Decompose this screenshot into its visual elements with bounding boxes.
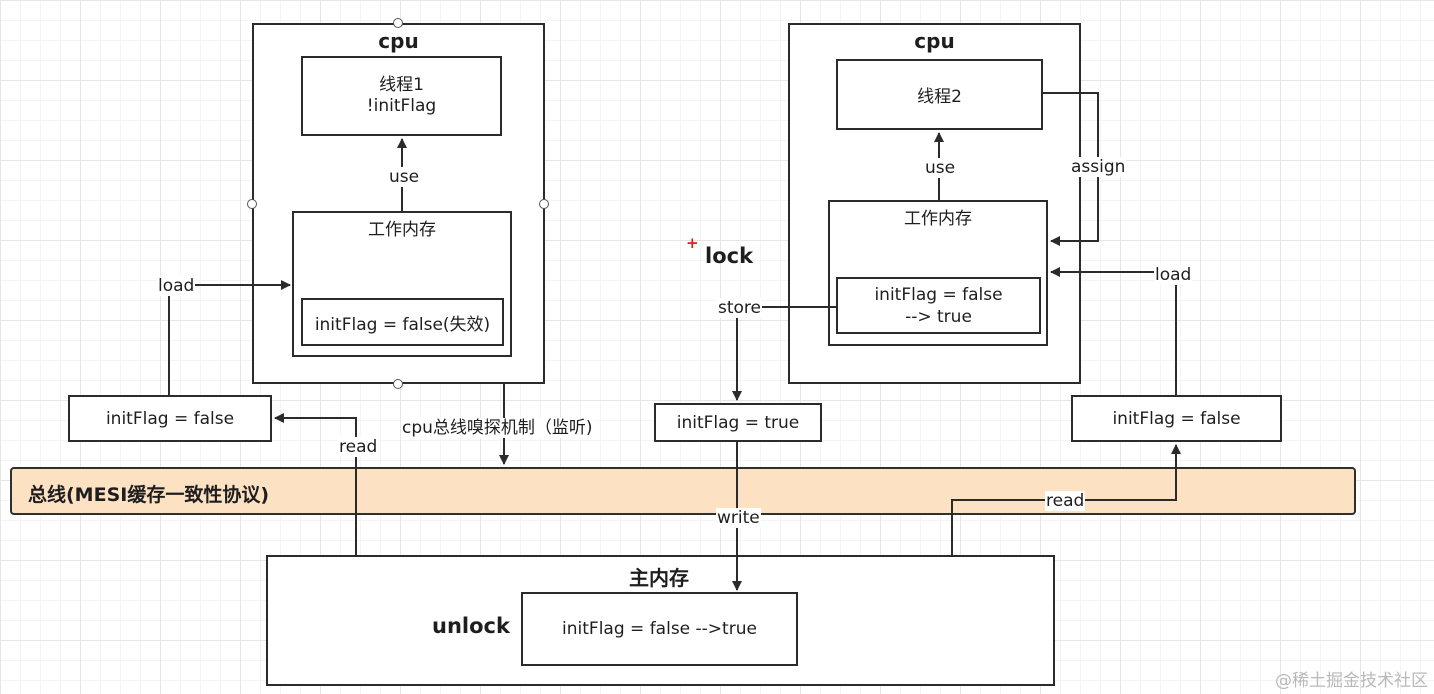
load-right-label: load — [1154, 265, 1193, 285]
bus-label: 总线(MESI缓存一致性协议) — [28, 484, 270, 506]
lock-label: lock — [705, 244, 754, 268]
working-memory-left-label: 工作内存 — [368, 220, 436, 240]
unlock-label: unlock — [432, 614, 510, 638]
resize-handle-bottom — [393, 379, 403, 389]
thread-2-name: 线程2 — [917, 87, 962, 107]
load-right-arrow — [1050, 267, 1177, 395]
flag-right-line2: --> true — [905, 306, 972, 327]
flag-left-invalid: initFlag = false(失效) — [301, 298, 504, 346]
read-left-arrow — [274, 413, 357, 555]
flag-right-assigned: initFlag = false --> true — [836, 277, 1041, 334]
sniff-label: cpu总线嗅探机制（监听) — [401, 418, 594, 438]
store-label: store — [717, 298, 762, 318]
thread-1-name: 线程1 — [379, 75, 424, 95]
cache-left-text: initFlag = false — [105, 408, 235, 429]
resize-handle-left — [247, 199, 257, 209]
load-left-label: load — [157, 276, 196, 296]
main-memory-title: 主内存 — [629, 566, 689, 590]
thread-2-box: 线程2 — [836, 59, 1043, 130]
bus-mesi: 总线(MESI缓存一致性协议) — [10, 467, 1356, 515]
assign-label: assign — [1070, 157, 1127, 177]
flag-left-invalid-text: initFlag = false(失效) — [314, 314, 491, 335]
cache-right-text: initFlag = false — [1112, 408, 1241, 429]
watermark: @稀土掘金技术社区 — [1275, 671, 1428, 691]
cache-middle-text: initFlag = true — [676, 412, 800, 433]
read-right-label: read — [1045, 491, 1086, 511]
cache-right: initFlag = false — [1071, 395, 1282, 442]
thread-1-op: !initFlag — [366, 96, 437, 116]
use-right-label: use — [924, 158, 957, 178]
store-arrow — [732, 306, 836, 401]
cpu-right-title: cpu — [914, 29, 955, 53]
cache-middle: initFlag = true — [654, 403, 822, 442]
cpu-left-title: cpu — [378, 29, 419, 53]
main-memory-flag: initFlag = false -->true — [521, 592, 798, 666]
cache-left: initFlag = false — [68, 395, 272, 442]
flag-right-line1: initFlag = false — [874, 284, 1003, 305]
resize-handle-top — [393, 18, 403, 28]
write-label: write — [716, 508, 761, 528]
read-left-label: read — [338, 437, 379, 457]
load-left-arrow — [168, 280, 291, 395]
resize-handle-right — [539, 199, 549, 209]
lock-marker-icon: + — [686, 234, 699, 252]
main-memory-flag-text: initFlag = false -->true — [562, 619, 757, 639]
use-left-label: use — [388, 167, 421, 187]
working-memory-right-label: 工作内存 — [904, 209, 972, 229]
thread-1-box: 线程1 !initFlag — [301, 56, 502, 136]
